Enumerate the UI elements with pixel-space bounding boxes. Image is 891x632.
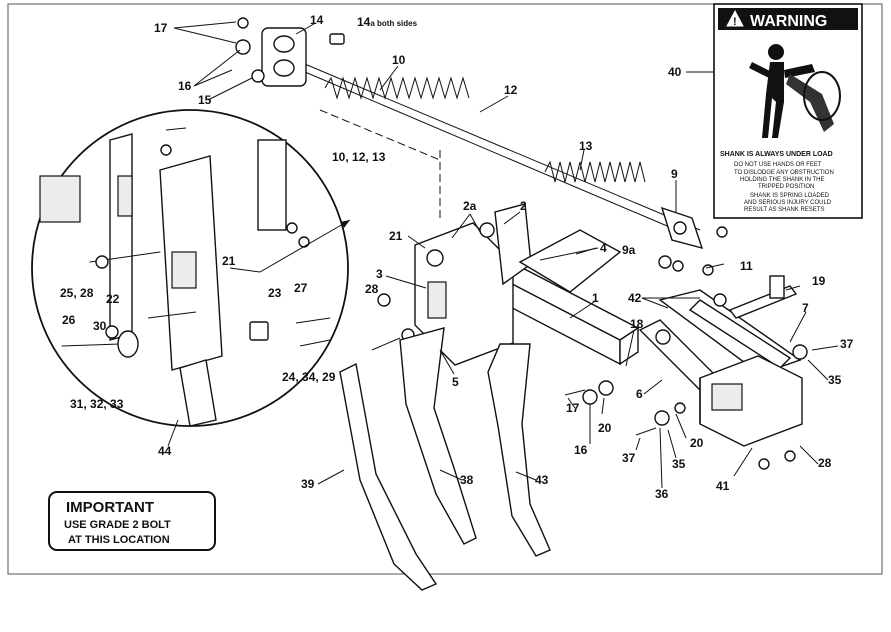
shank-43 <box>487 343 551 557</box>
callout-2: 2 <box>520 199 527 213</box>
callout-15: 15 <box>198 93 212 107</box>
diagram-border <box>7 3 883 575</box>
callout-6: 6 <box>636 387 643 401</box>
important-decal: IMPORTANT USE GRADE 2 BOLT AT THIS LOCAT… <box>48 491 216 551</box>
callout-20-right: 20 <box>690 436 704 450</box>
callout-3: 3 <box>376 267 383 281</box>
callout-10-12-13: 10, 12, 13 <box>332 150 386 164</box>
callout-9a: 9a <box>622 243 636 257</box>
callout-14a: 14a both sides <box>357 15 418 29</box>
warning-line6: AND SERIOUS INJURY COULD <box>744 200 832 206</box>
callout-10: 10 <box>392 53 406 67</box>
callout-42: 42 <box>628 291 642 305</box>
spring-rear <box>544 160 646 183</box>
callout-21-main: 21 <box>389 229 403 243</box>
spring-rod-assembly <box>235 17 728 276</box>
important-line2: AT THIS LOCATION <box>68 534 170 546</box>
warning-triangle-icon <box>726 9 744 27</box>
callout-17-top: 17 <box>154 21 168 35</box>
callout-25-28: 25, 28 <box>60 286 94 300</box>
rod-end-bracket <box>261 27 307 87</box>
callout-44: 44 <box>158 444 172 458</box>
warning-title: SHANK IS ALWAYS UNDER LOAD <box>720 151 833 158</box>
callout-36: 36 <box>655 487 669 501</box>
shank-39 <box>339 362 438 591</box>
important-header: IMPORTANT <box>66 499 154 516</box>
callout-13: 13 <box>579 139 593 153</box>
callout-19: 19 <box>812 274 826 288</box>
warning-line7: RESULT AS SHANK RESETS <box>744 207 824 213</box>
callout-37-mid: 37 <box>622 451 636 465</box>
callout-12: 12 <box>504 83 518 97</box>
callout-9: 9 <box>671 167 678 181</box>
rear-bracket <box>660 206 704 250</box>
clamp-assembly-41 <box>699 344 808 470</box>
callout-40: 40 <box>668 65 682 79</box>
callout-41: 41 <box>716 479 730 493</box>
callout-7: 7 <box>802 301 809 315</box>
warning-line1: DO NOT USE HANDS OR FEET <box>734 162 822 168</box>
svg-text:!: ! <box>733 16 737 28</box>
callout-23: 23 <box>268 286 282 300</box>
callout-30: 30 <box>93 319 107 333</box>
callout-22: 22 <box>106 292 120 306</box>
callouts: 17 16 15 14 14a both sides 10 12 10, 12,… <box>60 13 854 501</box>
warning-line4: TRIPPED POSITION <box>758 184 814 190</box>
callout-28-left: 28 <box>365 282 379 296</box>
callout-11: 11 <box>740 259 753 273</box>
callout-28-right: 28 <box>818 456 832 470</box>
callout-38: 38 <box>460 473 474 487</box>
callout-31-32-33: 31, 32, 33 <box>70 397 124 411</box>
callout-37-right: 37 <box>840 337 854 351</box>
trip-linkage <box>638 289 802 391</box>
warning-line2: TO DISLODGE ANY OBSTRUCTION <box>734 170 834 176</box>
callout-5: 5 <box>452 375 459 389</box>
callout-17-mid: 17 <box>566 401 580 415</box>
callout-16-mid: 16 <box>574 443 588 457</box>
spring-front <box>324 76 470 100</box>
warning-line3: HOLDING THE SHANK IN THE <box>740 177 824 183</box>
warning-decal: ! WARNING SHANK IS ALWAYS UNDER LOAD DO … <box>713 3 863 219</box>
warning-header: WARNING <box>750 13 827 30</box>
callout-2a: 2a <box>463 199 477 213</box>
leader-lines <box>167 21 839 489</box>
callout-35-mid: 35 <box>672 457 686 471</box>
detail-view <box>31 109 349 427</box>
callout-14: 14 <box>310 13 324 27</box>
shank-38 <box>399 327 477 545</box>
callout-16-top: 16 <box>178 79 192 93</box>
callout-18: 18 <box>630 317 644 331</box>
callout-27: 27 <box>294 281 308 295</box>
callout-26: 26 <box>62 313 76 327</box>
callout-1: 1 <box>592 291 599 305</box>
callout-4: 4 <box>600 241 607 255</box>
callout-35-right: 35 <box>828 373 842 387</box>
warning-line5: SHANK IS SPRING LOADED <box>750 193 830 199</box>
callout-21-detail: 21 <box>222 254 236 268</box>
callout-43: 43 <box>535 473 549 487</box>
callout-20-mid: 20 <box>598 421 612 435</box>
callout-24-34-29: 24, 34, 29 <box>282 370 336 384</box>
pivot-pin-19 <box>728 275 798 319</box>
callout-39: 39 <box>301 477 315 491</box>
shank-hazard-pictogram <box>749 44 841 138</box>
important-line1: USE GRADE 2 BOLT <box>64 519 171 531</box>
